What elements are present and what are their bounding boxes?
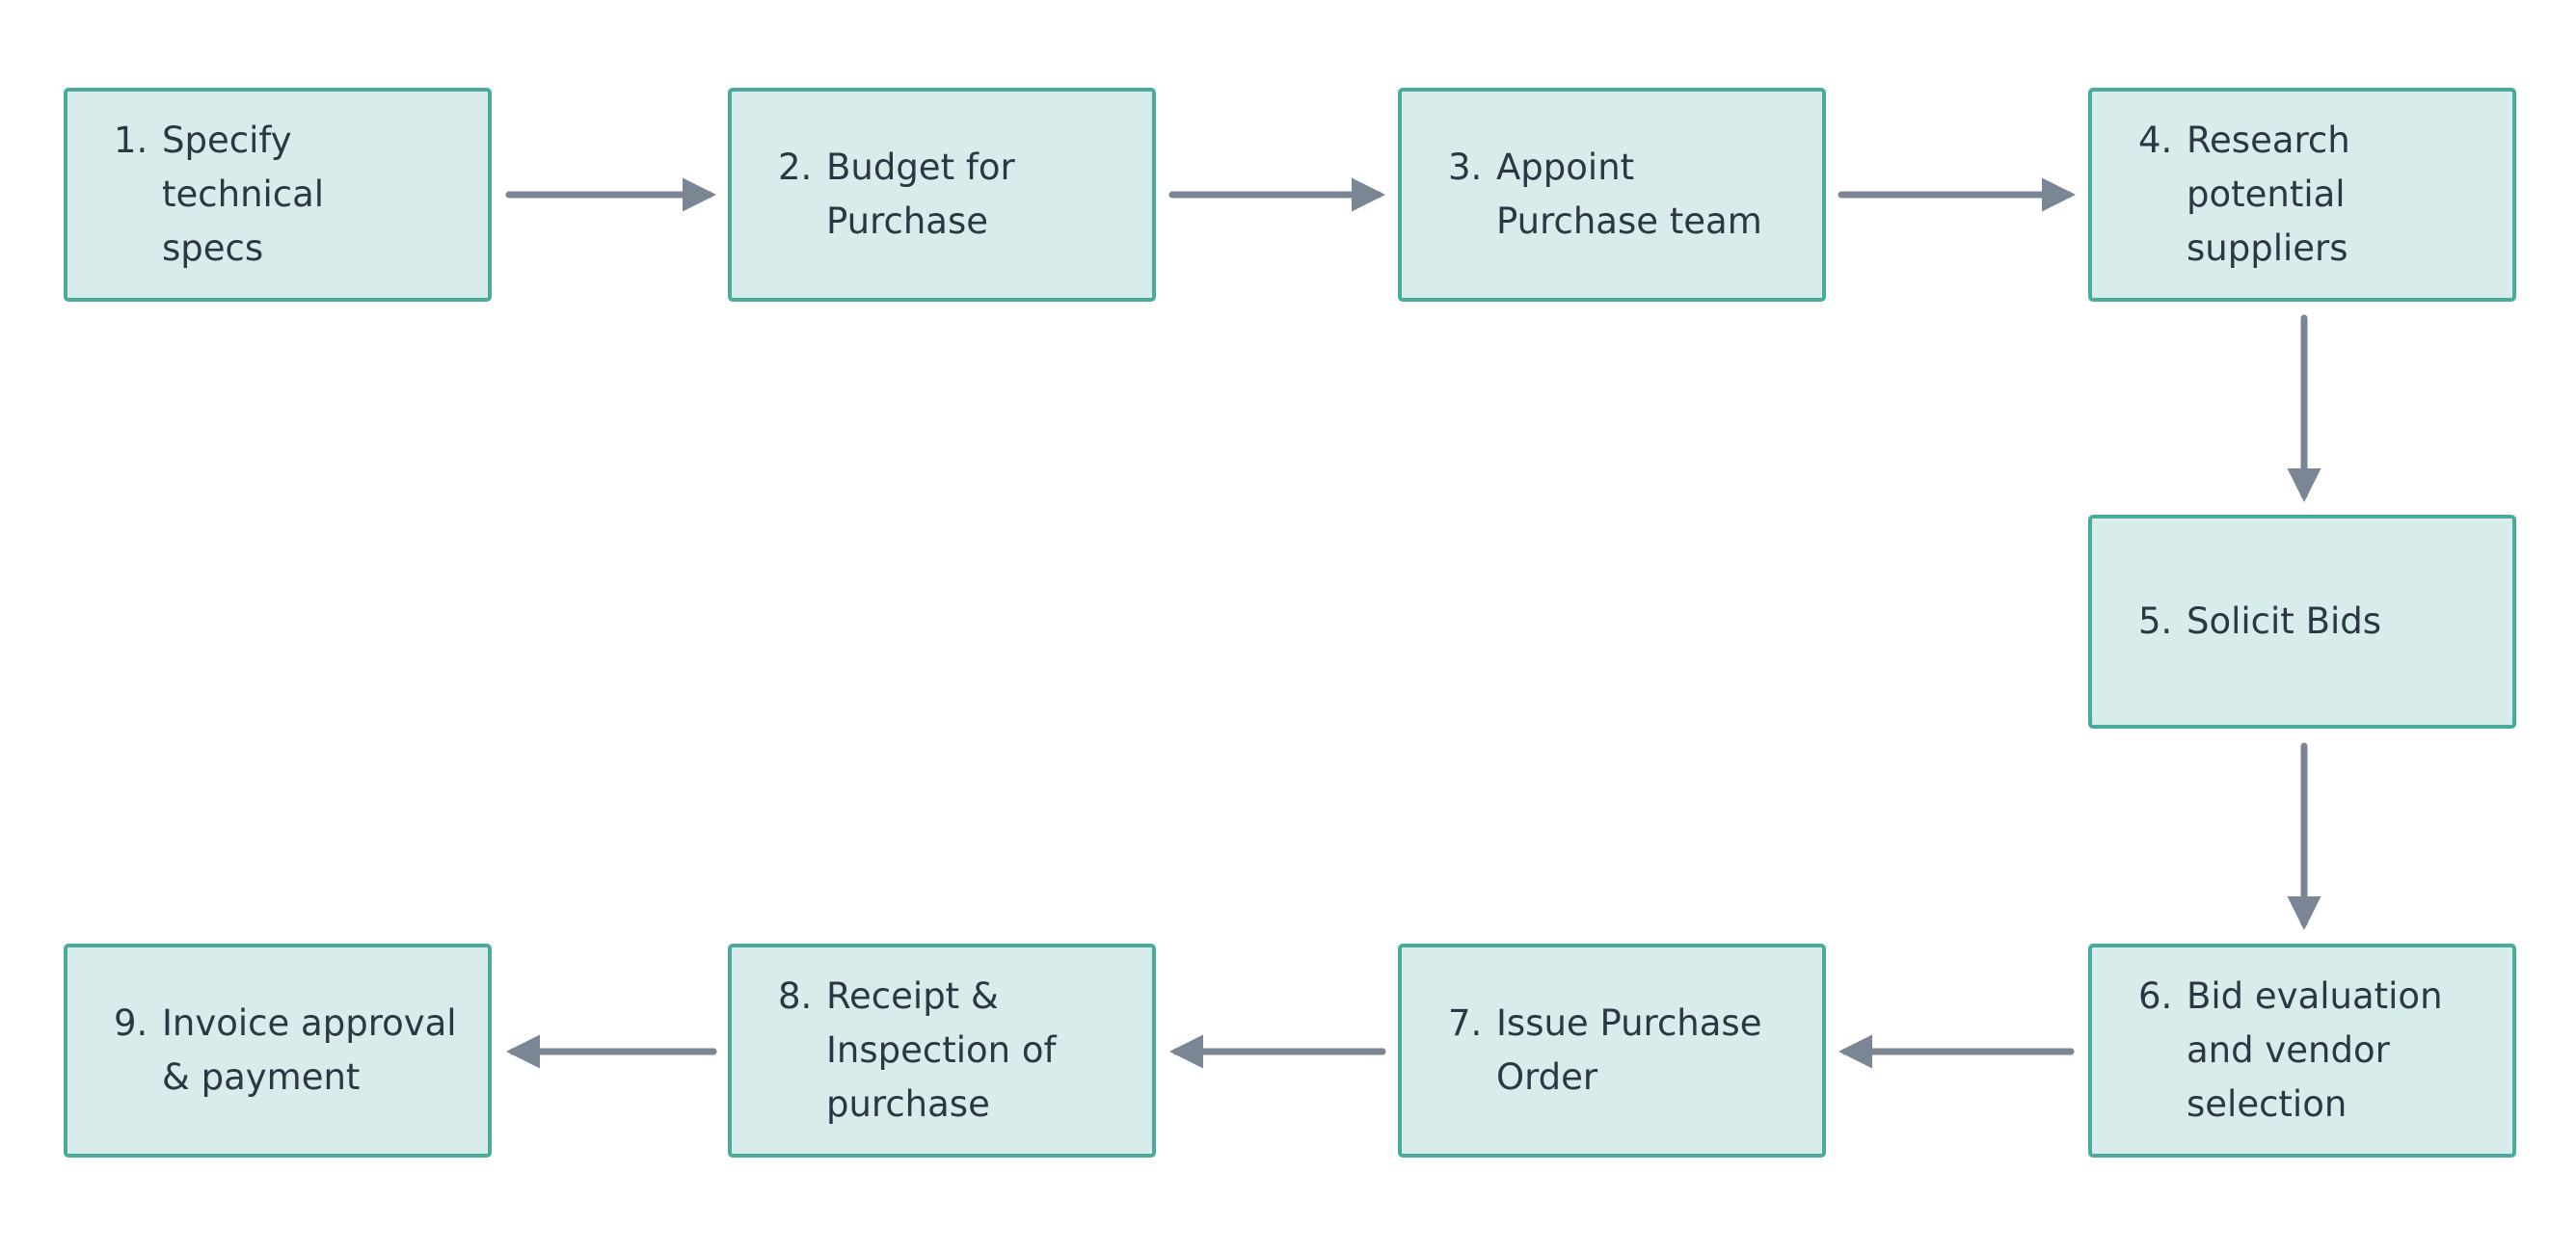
step-label: Receipt & Inspection of purchase	[826, 975, 1057, 1125]
step-label: Issue Purchase Order	[1496, 1002, 1762, 1098]
step-4-research-suppliers: 4. Research potential suppliers	[2088, 88, 2516, 302]
step-5-solicit-bids: 5. Solicit Bids	[2088, 515, 2516, 729]
step-label: Invoice approval & payment	[162, 1002, 457, 1098]
step-number: 1.	[114, 120, 148, 161]
step-label: Specify technical specs	[162, 120, 325, 269]
step-number: 5.	[2138, 600, 2173, 642]
step-label: Appoint Purchase team	[1496, 147, 1762, 242]
step-8-receipt-inspection: 8. Receipt & Inspection of purchase	[728, 944, 1156, 1158]
step-number: 2.	[778, 147, 813, 188]
step-label: Research potential suppliers	[2187, 120, 2350, 269]
step-6-bid-evaluation: 6. Bid evaluation and vendor selection	[2088, 944, 2516, 1158]
step-number: 4.	[2138, 120, 2173, 161]
step-number: 9.	[114, 1002, 148, 1044]
step-7-issue-po: 7. Issue Purchase Order	[1398, 944, 1826, 1158]
step-1-specify-specs: 1. Specify technical specs	[64, 88, 492, 302]
step-2-budget: 2. Budget for Purchase	[728, 88, 1156, 302]
step-label: Bid evaluation and vendor selection	[2187, 975, 2443, 1125]
step-number: 3.	[1448, 147, 1483, 188]
step-label: Solicit Bids	[2187, 600, 2382, 642]
step-9-invoice-payment: 9. Invoice approval & payment	[64, 944, 492, 1158]
step-3-appoint-team: 3. Appoint Purchase team	[1398, 88, 1826, 302]
step-number: 6.	[2138, 975, 2173, 1017]
step-number: 8.	[778, 975, 813, 1017]
step-number: 7.	[1448, 1002, 1483, 1044]
step-label: Budget for Purchase	[826, 147, 1015, 242]
